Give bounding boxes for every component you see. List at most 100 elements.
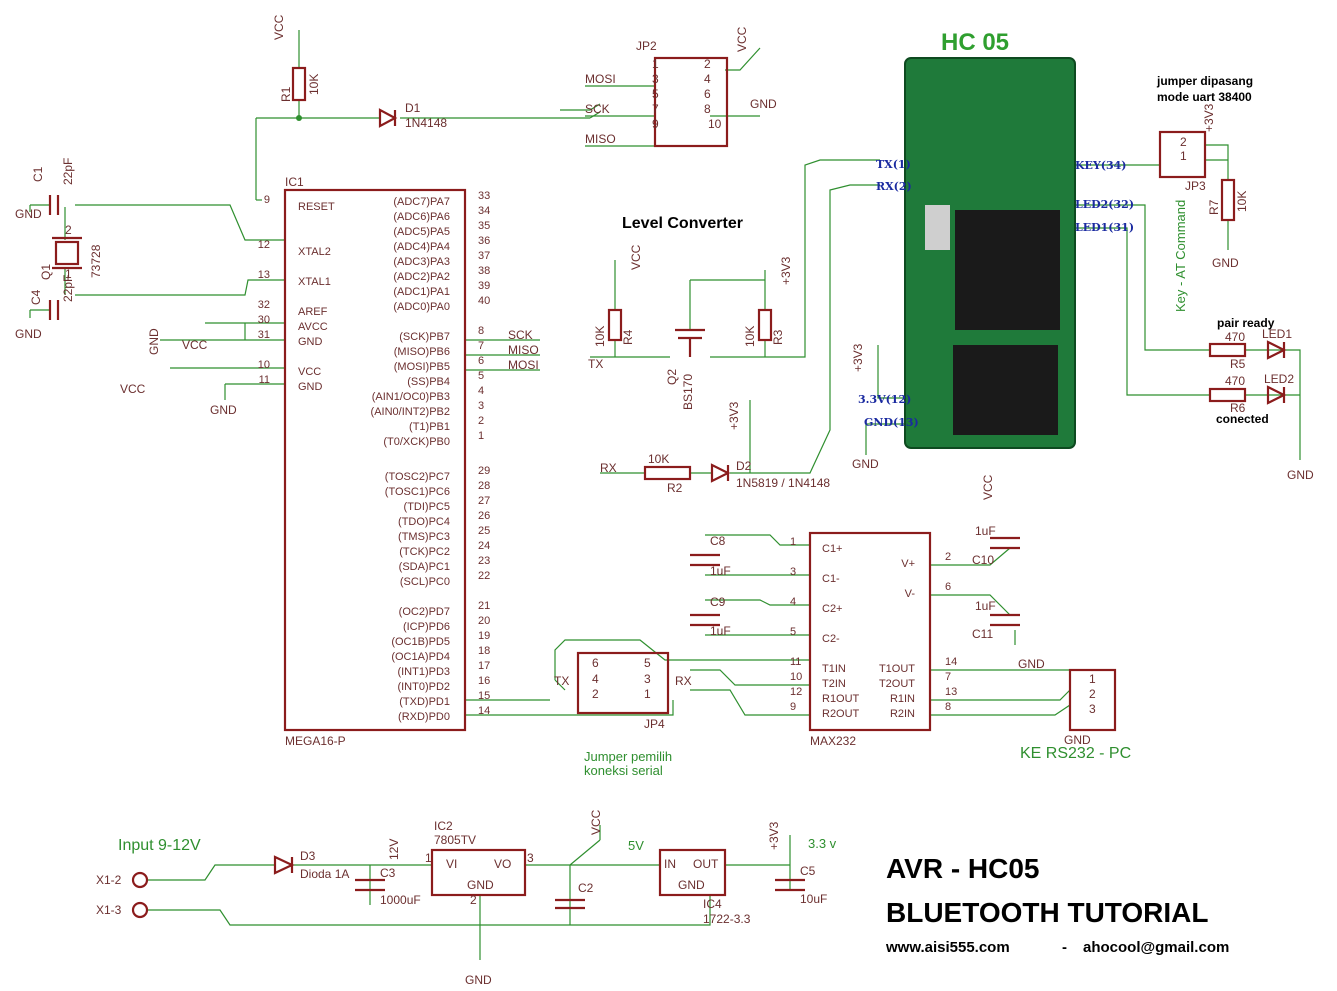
max232-pin-number: 1 [790, 536, 796, 548]
jumper-uart-line1: jumper dipasang [1156, 74, 1253, 88]
label-q2val: BS170 [681, 374, 695, 410]
ic1-pin-number: 10 [258, 359, 270, 371]
ic1-pin-name: (SCL)PC0 [400, 576, 450, 588]
ic1-pin-name: (ADC3)PA3 [393, 256, 450, 268]
max232-pin-number: 8 [945, 701, 951, 713]
ic1-pin-number: 28 [478, 480, 490, 492]
label-jp2gnd: GND [750, 97, 777, 111]
label-r7ref: R7 [1207, 199, 1221, 215]
ic1-pin-number: 5 [478, 370, 484, 382]
input-voltage-label: Input 9-12V [118, 837, 201, 854]
ic1-pin-number: 32 [258, 299, 270, 311]
credits-mail: ahocool@gmail.com [1083, 939, 1229, 956]
label-c10vcc: VCC [981, 474, 995, 500]
label-d2val: 1N5819 / 1N4148 [736, 476, 830, 490]
label-hcgnd: GND [852, 457, 879, 471]
ic1-pin-number: 4 [478, 385, 484, 397]
connected-label: conected [1216, 412, 1269, 426]
label-r3val: 10K [743, 326, 757, 347]
label-jp2p8: 8 [704, 102, 711, 116]
ic1-pin-number: 3 [478, 400, 484, 412]
label-c3v: 12V [387, 839, 401, 860]
label-c1gnd: GND [15, 207, 42, 221]
ic1-pin-name: (TXD)PD1 [399, 696, 450, 708]
max232-pin-name: T1IN [822, 663, 846, 675]
label-x12: X1-2 [96, 873, 122, 887]
ic1-pin-name: (ICP)PD6 [403, 621, 450, 633]
label-jp2miso: MISO [585, 132, 616, 146]
ic1-pin-name: (TOSC1)PC6 [385, 486, 450, 498]
ic1-pin-name: (SS)PB4 [407, 376, 450, 388]
max232-pin-number: 12 [790, 686, 802, 698]
label-sck: SCK [508, 328, 533, 342]
ic1-pin-number: 38 [478, 265, 490, 277]
max232-pin-number: 9 [790, 701, 796, 713]
hc05-pin-right: LED2(32) [1075, 198, 1134, 211]
label-c11gnd: GND [1018, 657, 1045, 671]
label-jp2ref: JP2 [636, 39, 657, 53]
label-ledgnd: GND [1287, 468, 1314, 482]
hc05-pin-right: KEY(34) [1075, 159, 1127, 172]
label-ic2ref: IC2 [434, 819, 453, 833]
label-dbp1: 1 [1089, 672, 1096, 686]
ic1-pin-name: AVCC [298, 321, 328, 333]
ic1-pin-number: 36 [478, 235, 490, 247]
label-regvcc: VCC [589, 809, 603, 835]
ic1-pin-name: (SCK)PB7 [399, 331, 450, 343]
label-c8val: 1uF [710, 564, 731, 578]
ic1-pin-number: 37 [478, 250, 490, 262]
label-d3ref: D3 [300, 849, 316, 863]
wires [29, 30, 1301, 960]
label-c4ref: C4 [29, 289, 43, 305]
label-ic2p1: 1 [425, 851, 432, 865]
ic1-pin-number: 7 [478, 340, 484, 352]
label-r7gnd: GND [1212, 256, 1239, 270]
ic1-pin-name: (ADC6)PA6 [393, 211, 450, 223]
label-ic4out: OUT [693, 857, 719, 871]
label-c4val: 22pF [61, 275, 75, 302]
label-c2ref: C2 [578, 881, 594, 895]
ic1-pin-number: 25 [478, 525, 490, 537]
label-rxlabel: RX [600, 461, 617, 475]
label-jp2vcc: VCC [735, 26, 749, 52]
components [48, 56, 1287, 919]
label-c9val: 1uF [710, 624, 731, 638]
ic1-pin-number: 8 [478, 325, 484, 337]
max232-pin-number: 3 [790, 566, 796, 578]
label-q1p1: 1 [65, 267, 72, 281]
label-dbp2: 2 [1089, 687, 1096, 701]
ic1-pin-name: GND [298, 336, 323, 348]
credits-site: www.aisi555.com [885, 939, 1010, 956]
max232-pin-name: T1OUT [879, 663, 915, 675]
ic1-pin-name: GND [298, 381, 323, 393]
label-jp4p3: 3 [644, 672, 651, 686]
label-jp4rx: RX [675, 674, 692, 688]
ic1-pin-number: 34 [478, 205, 490, 217]
ic1-pin-number: 22 [478, 570, 490, 582]
ic1-pin-name: (ADC1)PA1 [393, 286, 450, 298]
label-ic1gnd: GND [210, 403, 237, 417]
max232-pin-number: 13 [945, 686, 957, 698]
ic1-pin-name: (ADC5)PA5 [393, 226, 450, 238]
ic1-pin-number: 26 [478, 510, 490, 522]
label-r6ref: R6 [1230, 401, 1246, 415]
ic1-pin-name: (T1)PB1 [409, 421, 450, 433]
ic1-pin-name: AREF [298, 306, 328, 318]
ic1-pin-name: (TOSC2)PC7 [385, 471, 450, 483]
max232-pin-name: C1+ [822, 543, 843, 555]
label-ic2vi: VI [446, 857, 457, 871]
ic1-pin-number: 1 [478, 430, 484, 442]
label-c5ref: C5 [800, 864, 816, 878]
label-jp2sck: SCK [585, 102, 610, 116]
jumper-serial-line1: Jumper pemilih [584, 749, 672, 764]
label-jp2p5: 5 [652, 87, 659, 101]
hc05-pin-left: TX(1) [876, 158, 911, 171]
label-r2val: 10K [648, 452, 669, 466]
label-q1ref: Q1 [39, 264, 53, 280]
label-c3val: 1000uF [380, 893, 421, 907]
ic1-name: MEGA16-P [285, 734, 346, 748]
label-q1p2: 2 [65, 223, 72, 237]
ic1-pin-name: (TCK)PC2 [399, 546, 450, 558]
label-jp4tx: TX [554, 674, 569, 688]
